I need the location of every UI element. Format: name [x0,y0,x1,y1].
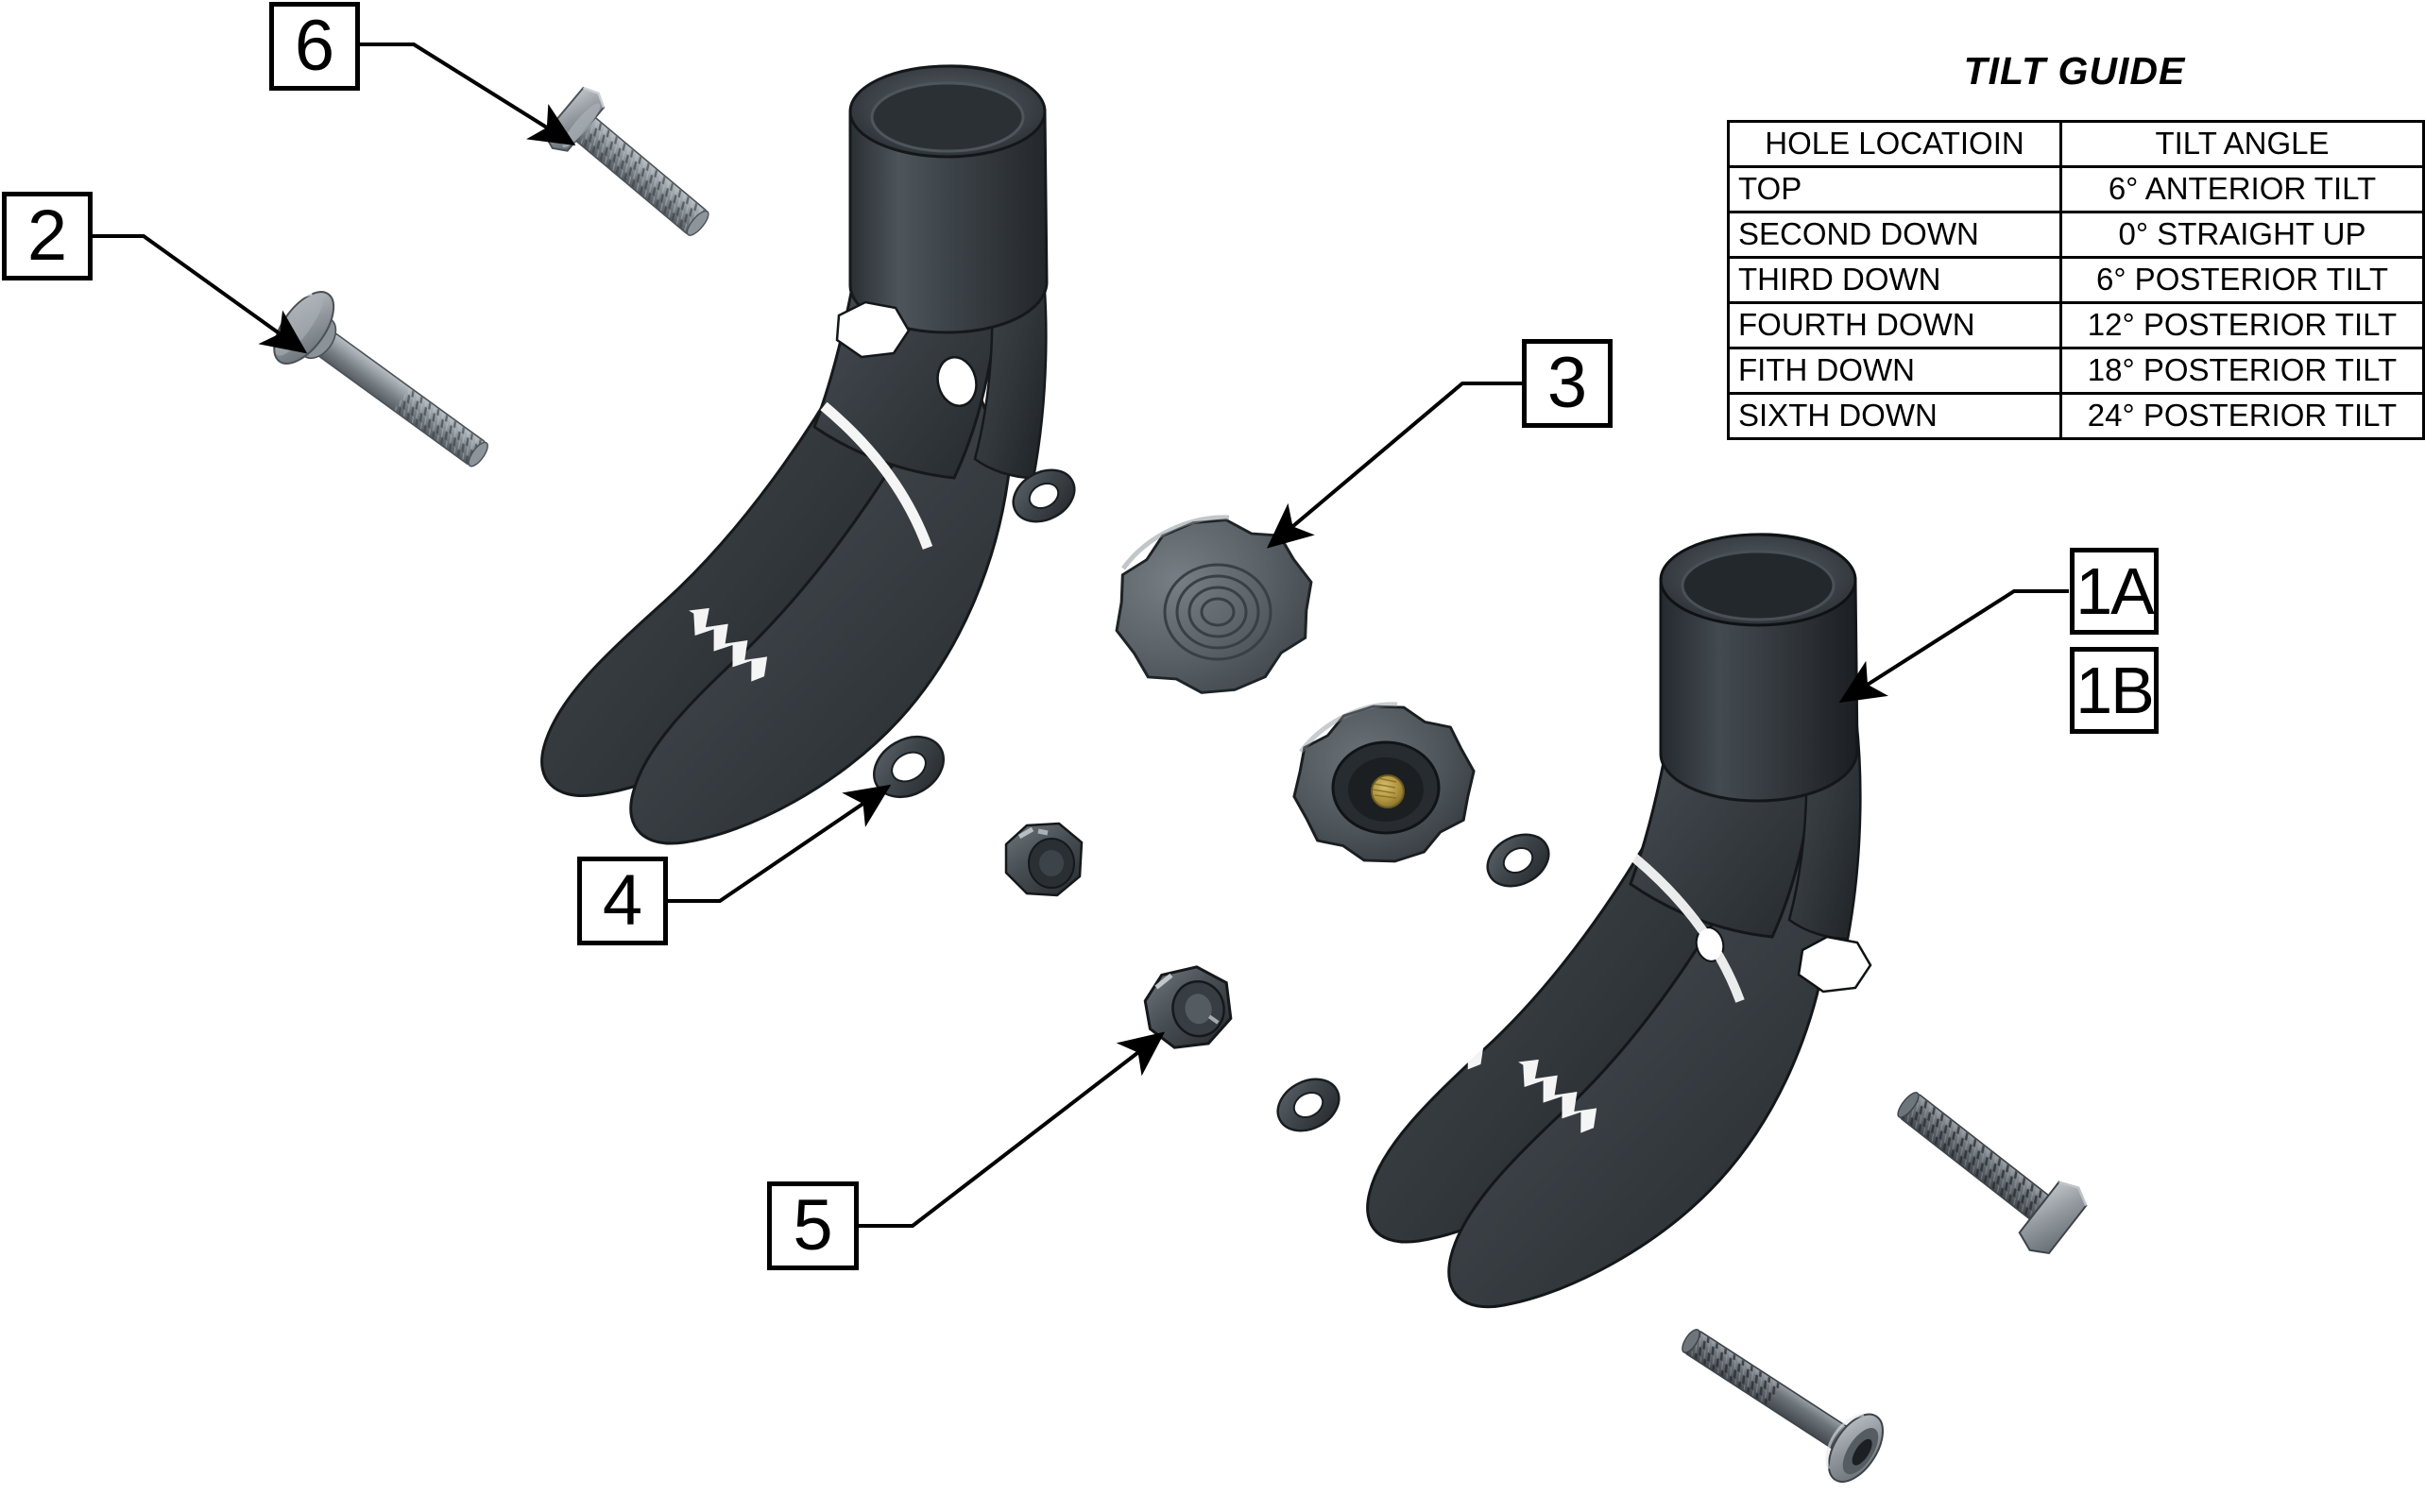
tilt-row-location: SECOND DOWN [1727,211,2062,259]
hex-head-bolt-threads [1902,1096,2047,1217]
bracket-left-round-hole [936,356,978,407]
knob-front-ring-3 [1175,574,1260,650]
tilt-row-angle: 6° ANTERIOR TILT [2059,165,2425,213]
tilt-row-angle: 24° POSTERIOR TILT [2059,392,2425,440]
tilt-row-location: FOURTH DOWN [1727,301,2062,349]
bracket-right-tube-bore [1681,550,1836,621]
tilt-row-location: FITH DOWN [1727,347,2062,395]
table-row: FITH DOWN 18° POSTERIOR TILT [1727,347,2425,395]
tilt-bracket-left [540,64,1049,845]
washer-1-hole [1028,483,1060,509]
callout-6[interactable]: 6 [269,2,360,91]
knob-front-highlight [1120,515,1230,570]
table-row: SECOND DOWN 0° STRAIGHT UP [1727,211,2425,259]
star-knob-back [1292,702,1476,863]
callout-3[interactable]: 3 [1522,339,1613,428]
callout-4-label: 4 [602,860,643,941]
brass-insert-threads [1372,777,1397,799]
callout-4[interactable]: 4 [577,857,668,945]
tilt-bracket-right [1366,533,1872,1309]
callout-5[interactable]: 5 [767,1181,859,1270]
tilt-row-angle: 0° STRAIGHT UP [2059,211,2425,259]
hex-head-bolt-tip [1897,1092,1920,1118]
tilt-row-angle: 18° POSTERIOR TILT [2059,347,2425,395]
hex-flange-bolt [543,86,709,236]
hex-nut-highlight-1 [1154,973,1173,990]
callout-1b-label: 1B [2075,654,2155,727]
flat-washer-upper-right [1486,833,1550,888]
bracket-right-hex-hole [1797,935,1872,994]
hex-flange-bolt-tip [686,210,709,236]
round-head-bolt-threads [394,387,487,466]
hex-nut-bore-inner [1185,994,1212,1025]
tilt-table-header-location: HOLE LOCATIOIN [1727,120,2062,168]
socket-head-bolt-tip [1682,1329,1700,1353]
socket-head-bolt-highlight [1825,1413,1865,1470]
tilt-table-header-angle: TILT ANGLE [2059,120,2425,168]
knob-front-ring-4 [1163,563,1272,661]
hex-nut [1143,965,1233,1049]
flat-washer-lower-right [1276,1078,1341,1132]
washer-2-hole [891,751,927,783]
tilt-row-location: THIRD DOWN [1727,256,2062,304]
bracket-right-slot [1631,854,1745,1003]
table-row: SIXTH DOWN 24° POSTERIOR TILT [1727,392,2425,440]
lock-nut-bore-inner [1039,850,1064,876]
tilt-row-location: SIXTH DOWN [1727,392,2062,440]
hex-head-bolt-head-highlight [2058,1181,2088,1207]
bracket-left-tube-bore [870,81,1025,153]
lock-nut-highlight-2 [1037,828,1049,836]
lock-nut-highlight-1 [1017,826,1034,840]
callout-1a[interactable]: 1A [2070,548,2159,635]
tilt-guide-panel: TILT GUIDE HOLE LOCATIOIN TILT ANGLE TOP… [1727,49,2425,440]
bracket-left-front-teeth [689,607,768,682]
knob-front-ring-2 [1187,586,1248,638]
flat-washer-mid-left [872,735,946,799]
callout-5-label: 5 [793,1185,833,1266]
callout-1a-label: 1A [2075,554,2155,628]
washer-4-hole [1292,1092,1324,1118]
tilt-row-angle: 12° POSTERIOR TILT [2059,301,2425,349]
star-knob-front [1115,515,1313,694]
callout-3-label: 3 [1546,343,1588,423]
callout-6-label: 6 [294,6,335,86]
hex-head-bolt-right [1897,1092,2088,1255]
tilt-row-angle: 6° POSTERIOR TILT [2059,256,2425,304]
knob-front-body [1115,518,1313,694]
table-row: FOURTH DOWN 12° POSTERIOR TILT [1727,301,2425,349]
callout-1b[interactable]: 1B [2070,647,2159,734]
callout-2-label: 2 [26,195,68,276]
table-row: THIRD DOWN 6° POSTERIOR TILT [1727,256,2425,304]
lock-nut [1004,822,1084,897]
tilt-guide-title: TILT GUIDE [1963,49,2186,93]
hex-flange-bolt-threads [579,120,707,234]
bracket-left-back-teeth [574,543,655,618]
tilt-table-header-row: HOLE LOCATIOIN TILT ANGLE [1727,120,2425,168]
flat-washer-upper-left [1012,468,1076,523]
hex-flange-bolt-head-highlight [583,86,606,109]
knob-back-highlight [1299,702,1398,754]
hex-nut-highlight-2 [1207,1014,1220,1025]
socket-head-bolt-threads [1685,1332,1782,1406]
table-row: TOP 6° ANTERIOR TILT [1727,165,2425,213]
tilt-guide-table: HOLE LOCATIOIN TILT ANGLE TOP 6° ANTERIO… [1727,120,2425,440]
round-head-shoulder-bolt [272,291,488,467]
washer-3-hole [1502,847,1534,874]
bracket-right-front-teeth [1518,1059,1597,1133]
socket-head-bolt-bottom [1682,1329,1884,1483]
callout-2[interactable]: 2 [2,192,93,280]
round-head-bolt-tip [468,441,488,467]
bracket-left-slot [820,401,933,550]
tilt-row-location: TOP [1727,165,2062,213]
socket-head-bolt-hex-socket [1852,1438,1872,1466]
bracket-right-back-teeth [1405,995,1484,1070]
bracket-left-hex-hole [835,300,911,359]
